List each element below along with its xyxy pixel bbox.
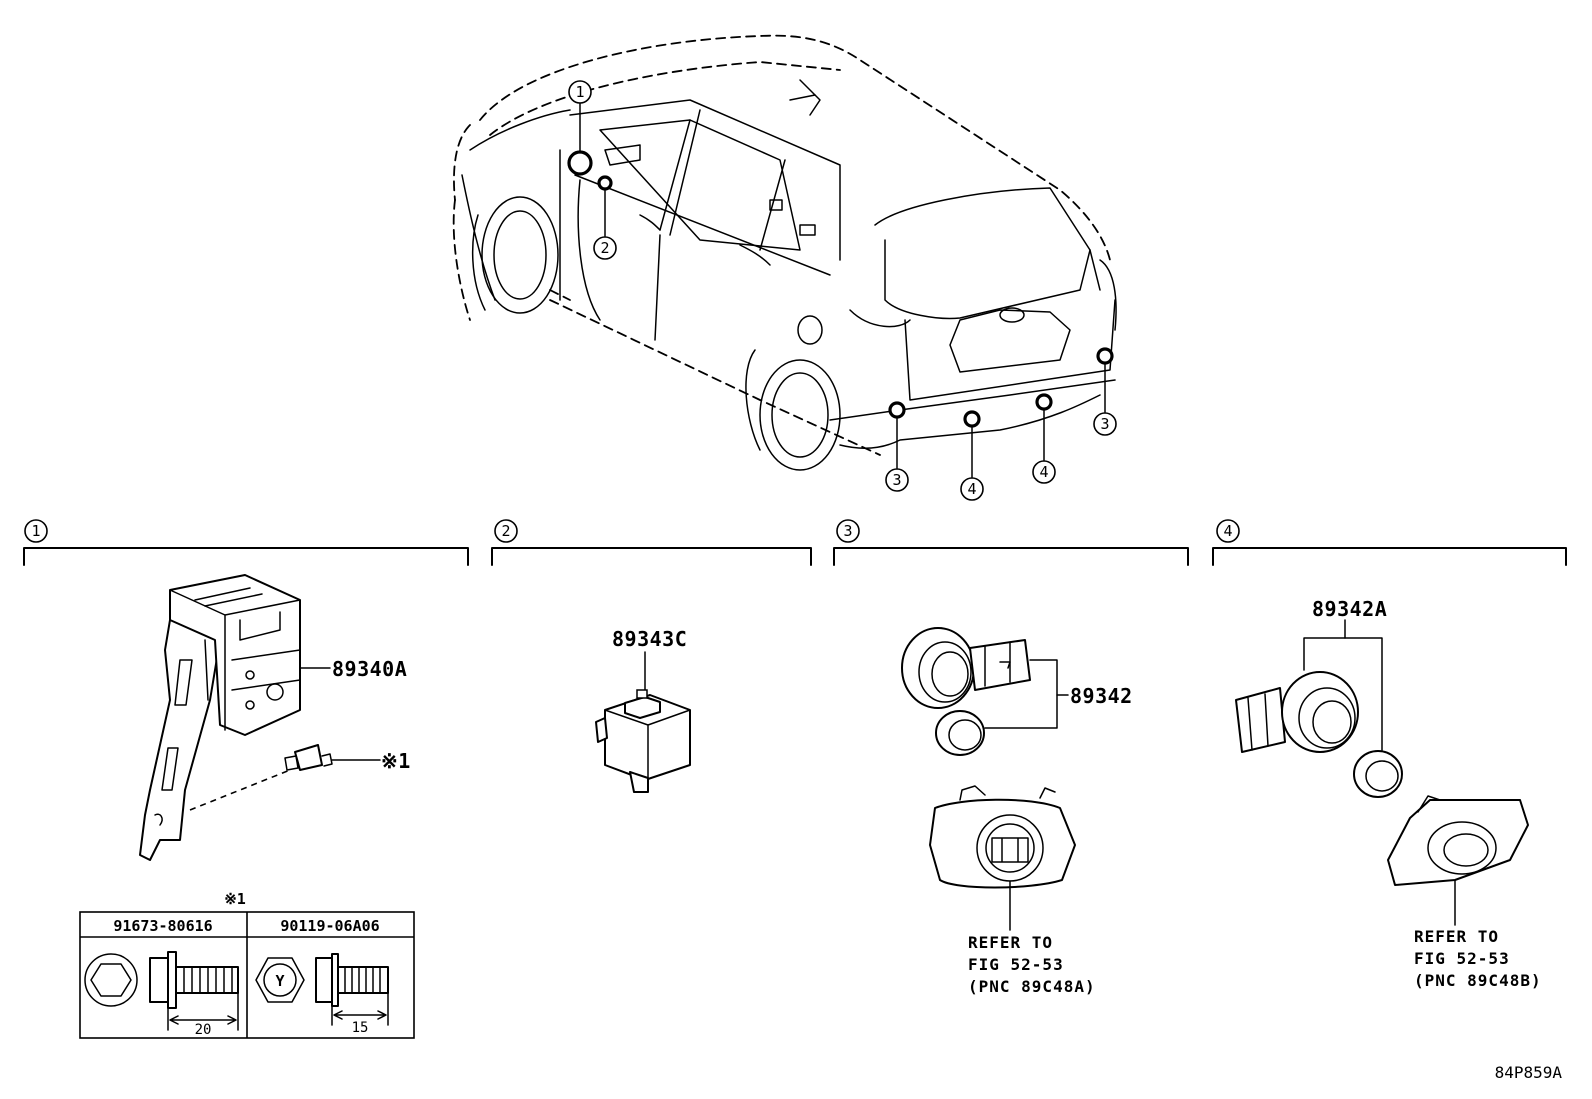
callout-3-right: 3 [1093,412,1117,436]
svg-text:3: 3 [843,522,852,540]
svg-text:4: 4 [1223,522,1232,540]
section-4-bracket [1212,547,1567,566]
center-sensor-retainer [1387,799,1529,886]
callout-4-right: 4 [1032,460,1056,484]
hex-bolt-side [315,957,333,1003]
vehicle-callouts: 1 2 3 3 4 4 [568,80,1117,501]
ecu-bracket [139,614,221,861]
corner-sensor-assembly: 89342 REFER TO FIG 52-53 (PNC 89C48A) [901,627,1133,996]
part-number-89343C: 89343C [612,627,687,651]
refer4-line1: REFER TO [1414,927,1499,946]
callout-4-left: 4 [960,477,984,501]
spot-ecu [567,150,593,176]
section-1-number: 1 [24,519,48,543]
corner-sensor-head [901,627,975,709]
bolt [294,744,323,771]
center-sensor-assembly: 89342A REFER TO FIG 52-53 (PNC 89C48B) [1235,597,1542,990]
hex-bolt-head-top [255,957,305,1003]
bolt-head-letter: Y [275,972,284,990]
bolt-table-col2: 90119-06A06 [280,917,379,935]
refer3-line1: REFER TO [968,933,1053,952]
svg-text:2: 2 [501,522,510,540]
flange-bolt-head-top [84,953,138,1007]
refer3-line2: FIG 52-53 [968,955,1064,974]
spot-corner-left [888,401,906,419]
refer4-line3: (PNC 89C48B) [1414,971,1542,990]
refer3-line3: (PNC 89C48A) [968,977,1096,996]
corner-sensor-ring [935,710,985,756]
svg-text:1: 1 [575,83,584,101]
section-2-number: 2 [494,519,518,543]
spot-corner-right [1096,347,1114,365]
svg-text:3: 3 [1100,415,1109,433]
section-headers: 1 2 3 4 [23,519,1567,566]
dim-20: 20 [195,1022,212,1038]
callout-3-left: 3 [885,468,909,492]
section-3-bracket [833,547,1189,566]
svg-text:1: 1 [31,522,40,540]
flange-bolt-side [149,957,169,1003]
buzzer-assembly: 89343C [595,627,691,793]
section-3-number: 3 [836,519,860,543]
part-number-89342: 89342 [1070,684,1133,708]
vehicle-leaders [579,102,1106,478]
svg-text:3: 3 [892,471,901,489]
bolt-note-mark: ※1 [381,749,411,773]
bolt-table: ※1 91673-80616 90119-06A06 20 Y 15 [79,890,415,1039]
svg-text:4: 4 [967,480,976,498]
part-number-89340A: 89340A [332,657,407,681]
section-2-bracket [491,547,812,566]
dim-15: 15 [352,1020,369,1036]
refer4-line2: FIG 52-53 [1414,949,1510,968]
ecu-assembly: 89340A ※1 [139,574,411,861]
section-1-bracket [23,547,469,566]
spot-center-left [963,410,981,428]
section-4-number: 4 [1216,519,1240,543]
spot-center-right [1035,393,1053,411]
center-sensor-head [1281,671,1359,753]
svg-text:2: 2 [600,239,609,257]
callout-1: 1 [568,80,592,104]
spot-buzzer [597,175,613,191]
bolt-table-col1: 91673-80616 [113,917,212,935]
part-number-89342A: 89342A [1312,597,1387,621]
svg-text:4: 4 [1039,463,1048,481]
callout-2: 2 [593,236,617,260]
center-sensor-connector [1235,687,1286,753]
bolt-table-title: ※1 [224,890,246,908]
vehicle-sensor-spots [567,150,1114,428]
figure-id: 84P859A [1495,1063,1563,1082]
vehicle-outline [452,34,1117,471]
